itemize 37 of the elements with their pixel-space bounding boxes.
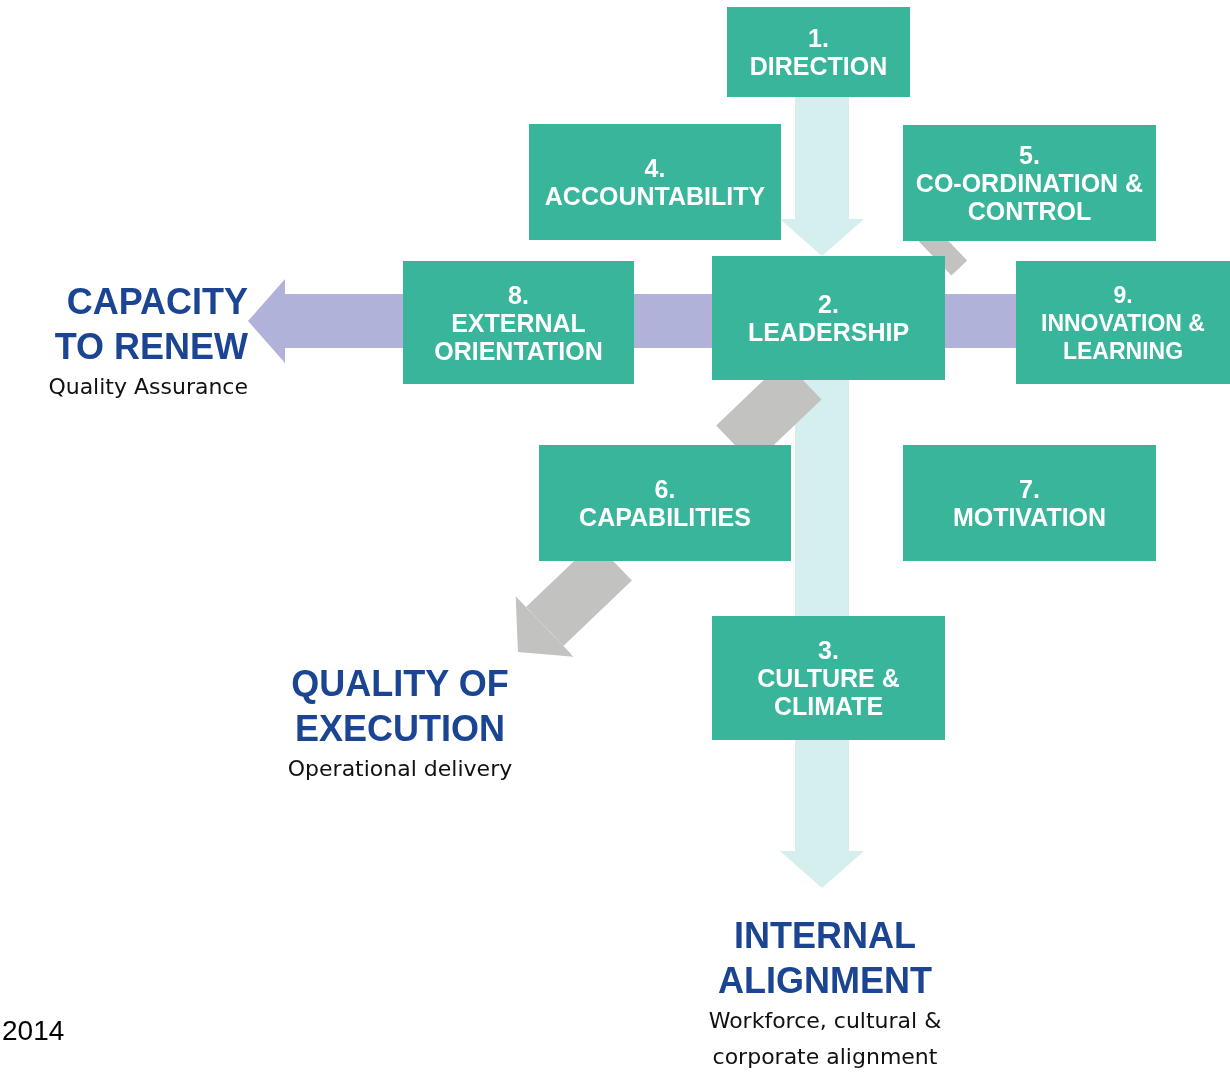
outcome-subtitle: Workforce, cultural & corporate alignment [707, 1007, 943, 1071]
step-number: 7. [1019, 475, 1040, 503]
element-box [539, 445, 791, 561]
outcome-heading: CAPACITY TO RENEW [53, 280, 248, 369]
element-box [403, 261, 634, 384]
box-label: DIRECTION [749, 52, 888, 80]
box-label: EXTERNAL ORIENTATION [433, 308, 604, 365]
step-number: 9. [1113, 280, 1133, 309]
element-box [903, 125, 1156, 241]
outcome-subtitle: Operational delivery [287, 755, 513, 783]
step-number: 2. [818, 290, 839, 318]
year-note: 2014 [2, 1015, 65, 1047]
box-label: ACCOUNTABILITY [544, 182, 766, 210]
outcome-subtitle: Quality Assurance [48, 373, 248, 401]
box-label: CAPABILITIES [579, 503, 751, 531]
box-label: INNOVATION & LEARNING [1040, 308, 1206, 365]
box-label: MOTIVATION [952, 503, 1107, 531]
outcome-heading: QUALITY OF EXECUTION [290, 662, 510, 751]
element-box [727, 7, 910, 97]
step-number: 8. [508, 280, 529, 309]
step-number: 4. [644, 154, 666, 182]
element-box [712, 256, 945, 380]
arrow [780, 740, 864, 888]
element-box [1016, 261, 1230, 384]
step-number: 3. [818, 636, 839, 664]
step-number: 1. [808, 24, 829, 52]
element-box [903, 445, 1156, 561]
box-label: CO-ORDINATION & CONTROL [914, 169, 1145, 225]
element-box [529, 124, 781, 240]
step-number: 5. [1019, 141, 1040, 169]
arrow [248, 279, 403, 363]
box-label: CULTURE & CLIMATE [756, 664, 901, 720]
element-box [712, 616, 945, 740]
step-number: 6. [654, 475, 676, 503]
arrow [780, 97, 864, 256]
outcome-heading: INTERNAL ALIGNMENT [717, 914, 933, 1003]
box-label: LEADERSHIP [747, 318, 910, 346]
